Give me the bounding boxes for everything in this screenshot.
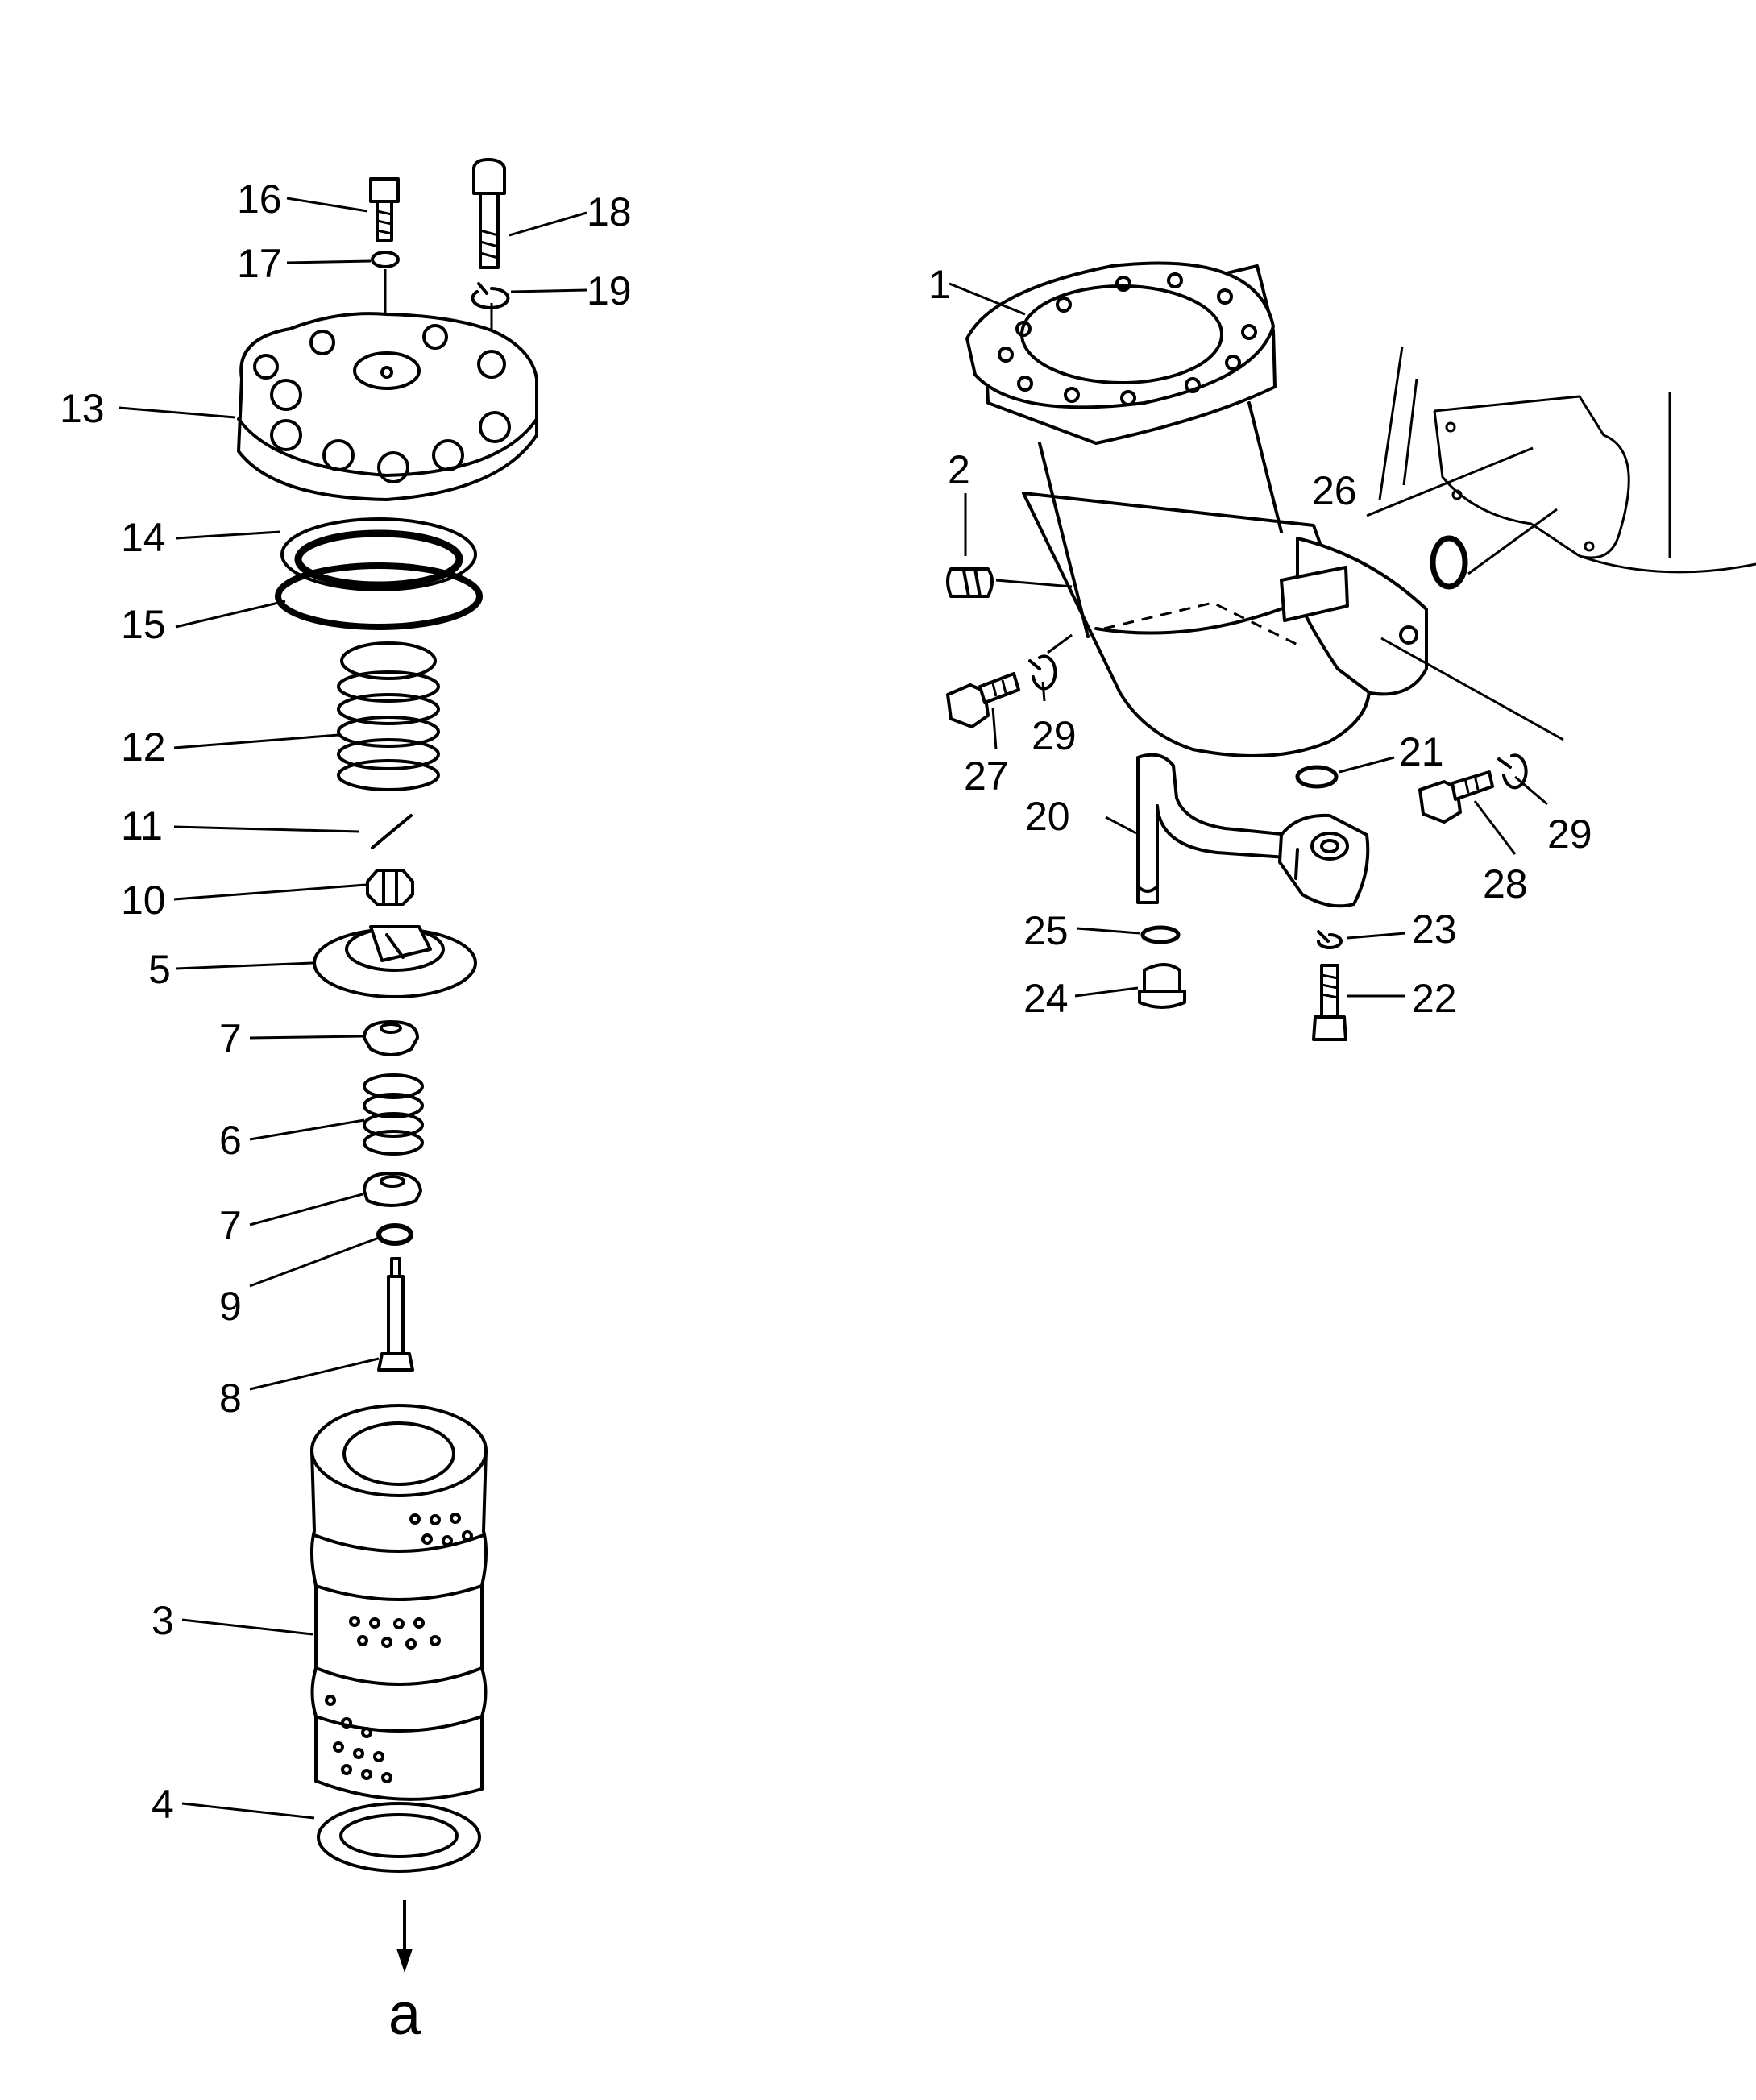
label-29-right: 29 — [1547, 811, 1592, 857]
o-ring-21 — [1295, 765, 1339, 789]
label-7-upper: 7 — [219, 1016, 242, 1061]
label-8: 8 — [219, 1376, 242, 1421]
arrow-label-a: a — [388, 1982, 421, 2047]
gasket-4 — [317, 1802, 481, 1873]
label-12: 12 — [121, 724, 166, 770]
direction-arrow: a — [388, 1900, 421, 2047]
bolt-8 — [377, 1257, 414, 1372]
label-6: 6 — [219, 1118, 242, 1163]
label-10: 10 — [121, 878, 166, 923]
bolt-18 — [472, 158, 506, 269]
label-11: 11 — [121, 803, 163, 849]
cover-13 — [237, 312, 538, 501]
label-28: 28 — [1483, 861, 1528, 907]
spring-washer-19 — [471, 282, 510, 309]
label-5: 5 — [148, 947, 171, 992]
label-17: 17 — [237, 241, 282, 286]
label-3: 3 — [152, 1598, 174, 1643]
bolt-22 — [1312, 964, 1347, 1041]
pin-11 — [371, 814, 413, 849]
label-24: 24 — [1023, 976, 1069, 1021]
case-outlet-flange — [1280, 537, 1428, 696]
cap-7-upper — [363, 1020, 419, 1056]
pipe-20 — [1136, 753, 1370, 908]
label-22: 22 — [1412, 976, 1457, 1021]
o-ring-26 — [1430, 535, 1468, 590]
bolt-16 — [369, 177, 400, 242]
label-26: 26 — [1312, 468, 1357, 513]
label-23: 23 — [1412, 907, 1457, 952]
label-27: 27 — [964, 753, 1009, 799]
ring-14 — [280, 517, 477, 591]
nut-10 — [366, 869, 414, 906]
washer-9 — [376, 1223, 413, 1246]
label-16: 16 — [237, 176, 282, 222]
washer-29-left — [1028, 654, 1057, 691]
label-18: 18 — [587, 189, 632, 234]
bolt-27 — [946, 672, 1020, 728]
right-case-assembly: 1 2 26 29 27 21 20 29 28 25 23 24 22 — [928, 261, 1756, 1041]
case-1 — [965, 261, 1371, 757]
spring-12 — [337, 641, 440, 791]
plug-2 — [946, 567, 994, 598]
label-20: 20 — [1025, 794, 1070, 839]
filter-element-3 — [309, 1404, 488, 1801]
label-15: 15 — [121, 602, 166, 647]
cap-7-lower — [363, 1172, 422, 1207]
label-14: 14 — [121, 515, 166, 560]
label-4: 4 — [152, 1782, 174, 1827]
label-19: 19 — [587, 268, 632, 313]
bolt-28 — [1418, 770, 1494, 824]
label-13: 13 — [60, 386, 105, 431]
label-21: 21 — [1399, 729, 1444, 774]
label-9: 9 — [219, 1284, 242, 1329]
label-2: 2 — [948, 447, 970, 492]
o-ring-15 — [275, 562, 483, 630]
mounting-structure — [1378, 346, 1756, 574]
washer-17 — [371, 251, 400, 268]
washer-23 — [1317, 930, 1343, 949]
label-7-lower: 7 — [219, 1203, 242, 1248]
label-1: 1 — [928, 262, 951, 307]
label-25: 25 — [1023, 908, 1069, 953]
seat-5 — [313, 925, 477, 998]
washer-29-right — [1497, 753, 1528, 790]
spring-6 — [363, 1073, 424, 1156]
o-ring-25 — [1140, 925, 1181, 944]
left-filter-assembly: a 16 17 18 19 13 14 15 12 11 10 5 7 6 — [60, 158, 632, 2047]
plug-24 — [1138, 963, 1186, 1009]
label-29-left: 29 — [1032, 713, 1077, 758]
